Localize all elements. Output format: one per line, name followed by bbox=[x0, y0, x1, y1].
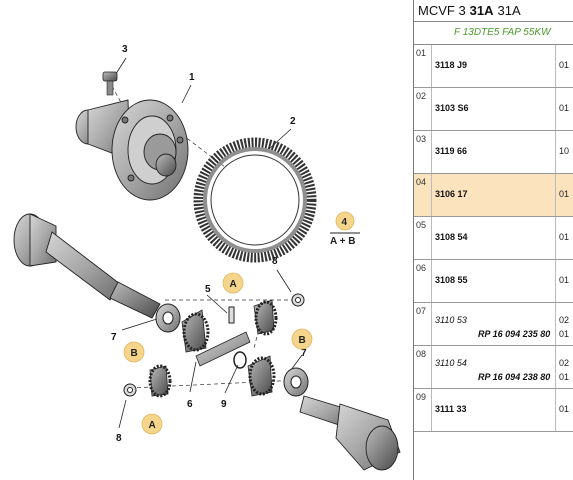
part-number-label: 2 bbox=[290, 116, 296, 127]
part-quantity: 01 bbox=[559, 275, 570, 285]
part-reference[interactable]: 3110 54 bbox=[435, 358, 467, 368]
catalog-section-bold: 31A bbox=[469, 3, 494, 18]
part-index: 02 bbox=[414, 88, 432, 130]
column-divider bbox=[555, 217, 556, 259]
part-number-label: 1 bbox=[189, 72, 195, 83]
callout-b-right: B bbox=[291, 328, 313, 350]
differential-housing bbox=[75, 99, 189, 201]
cross-shaft bbox=[195, 331, 251, 367]
part-quantity: 10 bbox=[559, 146, 570, 156]
bevel-gear-right bbox=[247, 355, 276, 397]
part-quantity-secondary: 01 bbox=[559, 329, 570, 339]
column-divider bbox=[555, 389, 556, 431]
small-washer-bottom bbox=[123, 383, 137, 397]
group-letters: A + B bbox=[330, 236, 355, 247]
washer-right bbox=[283, 367, 309, 397]
replacement-reference: RP 16 094 238 80 bbox=[478, 372, 551, 382]
part-index: 08 bbox=[414, 346, 432, 388]
callout-letter: B bbox=[131, 348, 138, 359]
bevel-gear-left bbox=[181, 309, 210, 353]
callout-letter: B bbox=[299, 335, 306, 346]
column-divider bbox=[555, 260, 556, 302]
part-index: 05 bbox=[414, 217, 432, 259]
part-number-label: 8 bbox=[272, 256, 278, 267]
part-quantity: 01 bbox=[559, 60, 570, 70]
washer-left bbox=[155, 303, 181, 333]
leader-lines bbox=[111, 57, 303, 429]
part-reference[interactable]: 3108 54 bbox=[435, 232, 468, 242]
callout-letter: A bbox=[230, 279, 237, 290]
part-quantity: 01 bbox=[559, 232, 570, 242]
column-divider bbox=[555, 88, 556, 130]
group-callout: 4 A + B bbox=[330, 211, 360, 247]
drive-shaft-right bbox=[299, 395, 401, 471]
part-number-label: 9 bbox=[221, 399, 227, 410]
part-index: 01 bbox=[414, 45, 432, 87]
exploded-diagram: 3 1 2 5 8 7 6 9 7 8 4 A + B A B B A bbox=[13, 44, 401, 471]
part-number-label: 7 bbox=[111, 332, 117, 343]
part-number-label: 8 bbox=[116, 433, 122, 444]
callout-a-bottom: A bbox=[141, 413, 163, 435]
column-divider bbox=[555, 174, 556, 216]
pin bbox=[228, 306, 235, 324]
part-reference[interactable]: 3119 66 bbox=[435, 146, 468, 156]
part-reference[interactable]: 3108 55 bbox=[435, 275, 468, 285]
part-quantity: 01 bbox=[559, 189, 570, 199]
catalog-code: MCVF 3 bbox=[418, 3, 466, 18]
part-reference[interactable]: 3103 S6 bbox=[435, 103, 469, 113]
part-index: 07 bbox=[414, 303, 432, 345]
part-number-label: 7 bbox=[301, 348, 307, 359]
part-quantity: 02 bbox=[559, 358, 570, 368]
callout-b-left: B bbox=[123, 341, 145, 363]
part-index: 03 bbox=[414, 131, 432, 173]
diagram-svg: 3 1 2 5 8 7 6 9 7 8 4 A + B A B B A bbox=[13, 44, 401, 471]
part-index: 04 bbox=[414, 174, 432, 216]
part-reference[interactable]: 3111 33 bbox=[435, 404, 467, 414]
part-reference[interactable]: 3106 17 bbox=[435, 189, 468, 199]
catalog-header: MCVF 3 31A 31A bbox=[414, 0, 573, 22]
bevel-gear-bottom bbox=[148, 364, 172, 398]
callout-a-top: A bbox=[222, 272, 244, 294]
part-index: 09 bbox=[414, 389, 432, 431]
catalog-section: 31A bbox=[497, 3, 521, 18]
callout-letter: A bbox=[149, 420, 156, 431]
part-quantity: 02 bbox=[559, 315, 570, 325]
bevel-gear-top bbox=[253, 299, 278, 336]
part-quantity-secondary: 01 bbox=[559, 372, 570, 382]
group-number: 4 bbox=[342, 217, 348, 228]
column-divider bbox=[555, 303, 556, 345]
part-quantity: 01 bbox=[559, 103, 570, 113]
engine-label: F 13DTE5 FAP 55KW bbox=[414, 22, 573, 45]
drive-shaft-left bbox=[13, 213, 161, 319]
circlip bbox=[233, 351, 247, 369]
part-number-label: 5 bbox=[205, 284, 211, 295]
part-index: 06 bbox=[414, 260, 432, 302]
small-washer-top bbox=[291, 293, 305, 307]
part-number-label: 3 bbox=[122, 44, 128, 55]
part-reference[interactable]: 3110 53 bbox=[435, 315, 467, 325]
column-divider bbox=[555, 131, 556, 173]
part-reference[interactable]: 3118 J9 bbox=[435, 60, 468, 70]
part-number-label: 6 bbox=[187, 399, 193, 410]
replacement-reference: RP 16 094 235 80 bbox=[478, 329, 551, 339]
column-divider bbox=[555, 346, 556, 388]
ring-gear bbox=[193, 137, 317, 263]
column-divider bbox=[555, 45, 556, 87]
part-quantity: 01 bbox=[559, 404, 570, 414]
bolt-part bbox=[102, 71, 118, 96]
